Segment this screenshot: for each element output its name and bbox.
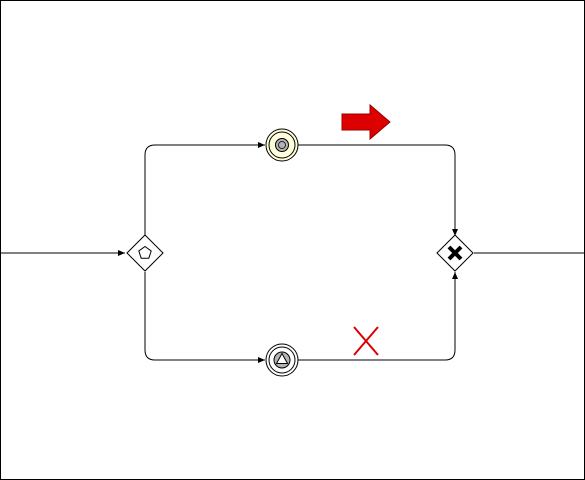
event-based-gateway[interactable]: [126, 234, 164, 272]
triangle-marker-icon: [275, 352, 289, 364]
flow-gateway-to-top-event[interactable]: [144, 142, 265, 236]
exclusive-gateway[interactable]: [436, 234, 474, 272]
catch-event-bottom[interactable]: [265, 343, 299, 377]
catch-event-top[interactable]: [265, 128, 299, 162]
right-arrow-icon: [341, 103, 391, 141]
flow-top-event-to-exclusive-gateway[interactable]: [298, 144, 458, 236]
path-taken-marker: [341, 103, 391, 141]
cross-icon: [353, 326, 379, 356]
x-marker-icon: [447, 245, 463, 261]
flow-gateway-to-bottom-event[interactable]: [144, 272, 265, 363]
path-not-taken-marker: [353, 326, 379, 356]
pentagon-icon: [138, 245, 152, 259]
flow-bottom-event-to-exclusive-gateway[interactable]: [298, 272, 458, 361]
sequence-flows: [0, 142, 585, 363]
